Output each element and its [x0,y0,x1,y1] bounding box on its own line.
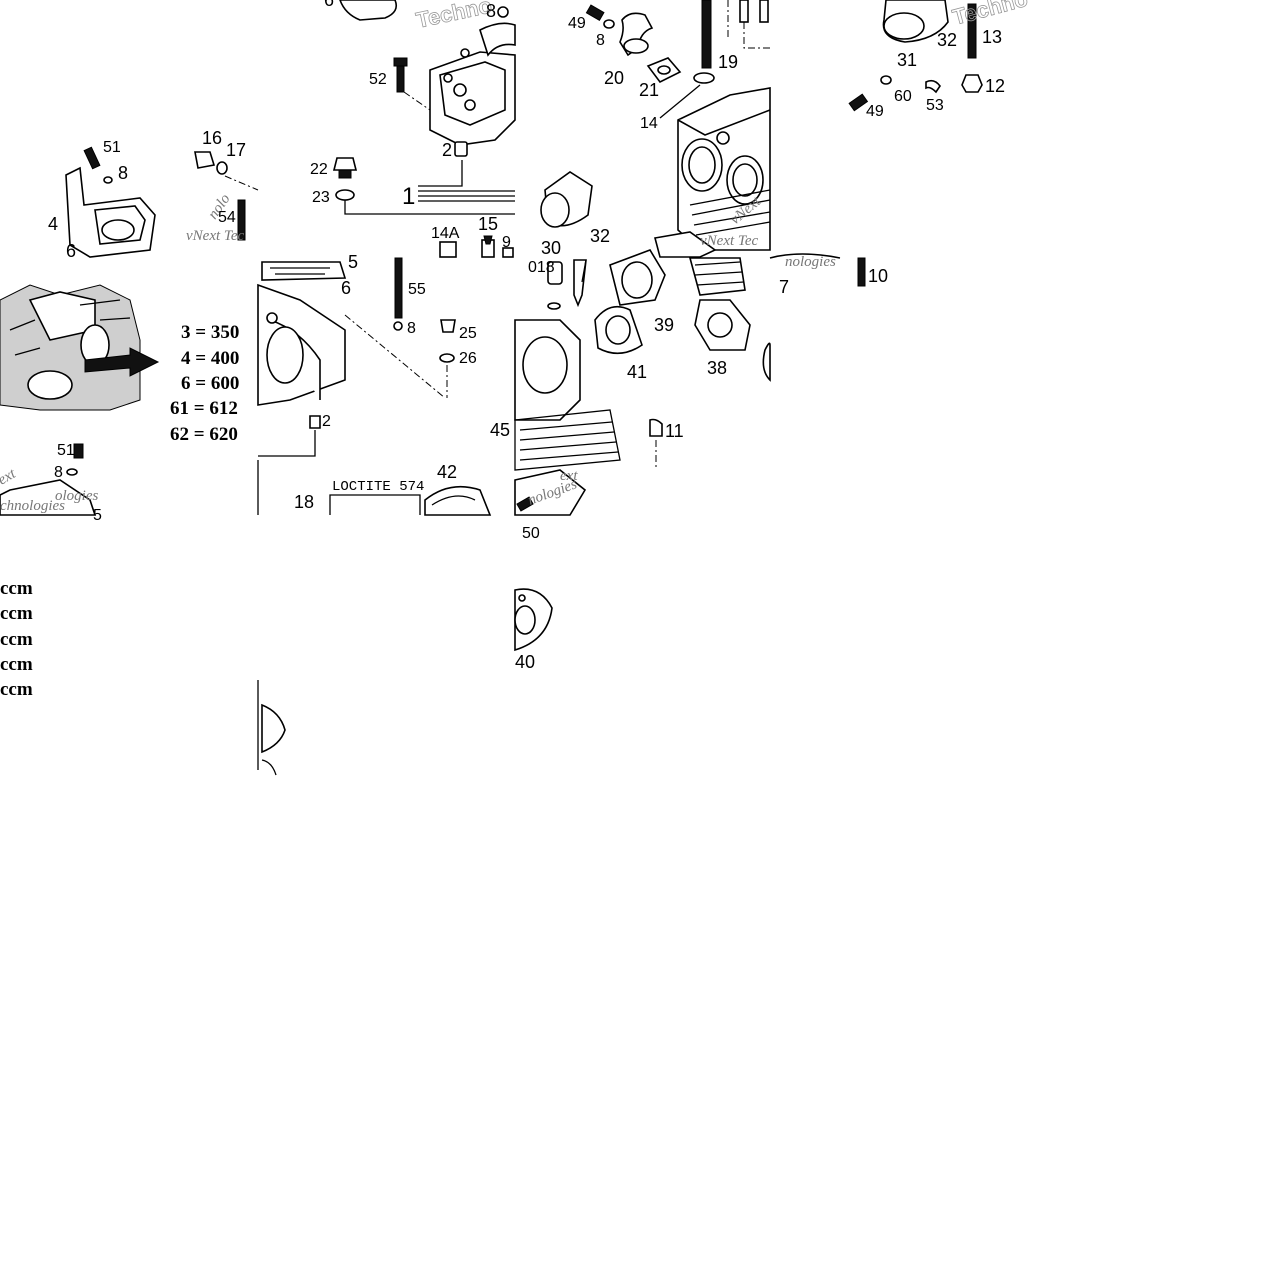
svg-text:14A: 14A [431,225,460,242]
tile-cylinder-flanges: nologies ext 018 39 41 38 11 50 [514,249,771,542]
tile-cylinder-head-cover: Techno 6 8 52 2 22 23 1 14A 15 9 [310,0,516,258]
svg-text:ologies: ologies [55,488,98,504]
svg-text:ccm: ccm [0,654,33,675]
flange-40: 40 [514,588,553,672]
svg-text:22: 22 [310,161,328,178]
svg-text:8: 8 [54,464,63,481]
tile-cylinder-head: LOCTITE 574 5 6 55 8 25 26 2 18 42 45 [257,252,510,516]
svg-text:5: 5 [93,507,102,524]
svg-text:54: 54 [218,209,236,226]
svg-text:45: 45 [490,420,510,440]
svg-text:8: 8 [486,1,496,21]
svg-text:9: 9 [502,234,511,251]
svg-text:ext: ext [560,468,578,484]
svg-text:8: 8 [407,320,416,337]
svg-text:018: 018 [528,259,555,276]
tile-valve-cover: vNext Tec nolo 51 8 4 6 16 17 54 [48,128,259,261]
head-fragment [257,680,286,776]
svg-text:23: 23 [312,189,330,206]
svg-text:42: 42 [437,462,457,482]
svg-text:17: 17 [226,140,246,160]
displacement-row-2: 4 = 400 [181,348,239,369]
svg-text:8: 8 [118,163,128,183]
displacement-row-5: 62 = 620 [170,424,238,445]
svg-text:49: 49 [568,15,586,32]
svg-text:38: 38 [707,358,727,378]
svg-text:21: 21 [639,80,659,100]
svg-text:2: 2 [322,413,331,430]
tile-photo-displacement: 3 = 350 4 = 400 6 = 600 61 = 612 62 = 62… [0,284,239,524]
tile-cylinder-top: vNext Tec vNext 49 8 20 21 19 14 30 32 [540,0,771,258]
svg-text:60: 60 [894,88,912,105]
svg-text:50: 50 [522,525,540,542]
svg-text:15: 15 [478,214,498,234]
svg-text:41: 41 [627,362,647,382]
displacement-row-4: 61 = 612 [170,398,238,419]
ccm-units-column: ccm ccm ccm ccm ccm [0,578,33,700]
svg-text:6: 6 [324,0,334,10]
svg-text:nologies: nologies [785,254,836,270]
svg-text:25: 25 [459,325,477,342]
svg-text:6: 6 [341,278,351,298]
tile-outlet-hardware: Techno nologies 31 32 13 12 60 53 49 10 … [769,0,1031,297]
svg-text:7: 7 [779,277,789,297]
svg-text:vNext Tec: vNext Tec [700,233,759,249]
svg-text:10: 10 [868,266,888,286]
svg-text:30: 30 [541,238,561,258]
svg-text:14: 14 [640,115,658,132]
svg-text:52: 52 [369,71,387,88]
svg-text:chnologies: chnologies [0,498,65,514]
svg-text:11: 11 [665,421,684,441]
svg-text:26: 26 [459,350,477,367]
svg-text:53: 53 [926,97,944,114]
svg-text:40: 40 [515,652,535,672]
svg-text:49: 49 [866,103,884,120]
svg-text:ccm: ccm [0,578,33,599]
svg-text:51: 51 [57,442,75,459]
svg-text:vNext Tec: vNext Tec [186,228,245,244]
svg-text:1: 1 [402,183,415,210]
svg-text:12: 12 [985,76,1005,96]
svg-text:32: 32 [590,226,610,246]
svg-text:2: 2 [442,140,452,160]
svg-text:19: 19 [718,52,738,72]
displacement-row-3: 6 = 600 [181,373,239,394]
svg-text:ccm: ccm [0,679,33,700]
svg-text:32: 32 [937,30,957,50]
svg-text:4: 4 [48,214,58,234]
svg-text:16: 16 [202,128,222,148]
svg-text:13: 13 [982,27,1002,47]
displacement-row-1: 3 = 350 [181,322,239,343]
svg-text:Techno: Techno [950,0,1030,30]
svg-text:ext: ext [0,465,19,488]
svg-text:ccm: ccm [0,629,33,650]
svg-text:31: 31 [897,50,917,70]
svg-text:55: 55 [408,281,426,298]
svg-text:51: 51 [103,139,121,156]
svg-text:ccm: ccm [0,603,33,624]
svg-text:18: 18 [294,492,314,512]
svg-text:5: 5 [348,252,358,272]
svg-text:8: 8 [596,32,605,49]
loctite-label: LOCTITE 574 [332,479,424,495]
svg-text:6: 6 [66,241,76,261]
svg-text:Techno: Techno [414,0,494,33]
svg-text:39: 39 [654,315,674,335]
svg-text:20: 20 [604,68,624,88]
